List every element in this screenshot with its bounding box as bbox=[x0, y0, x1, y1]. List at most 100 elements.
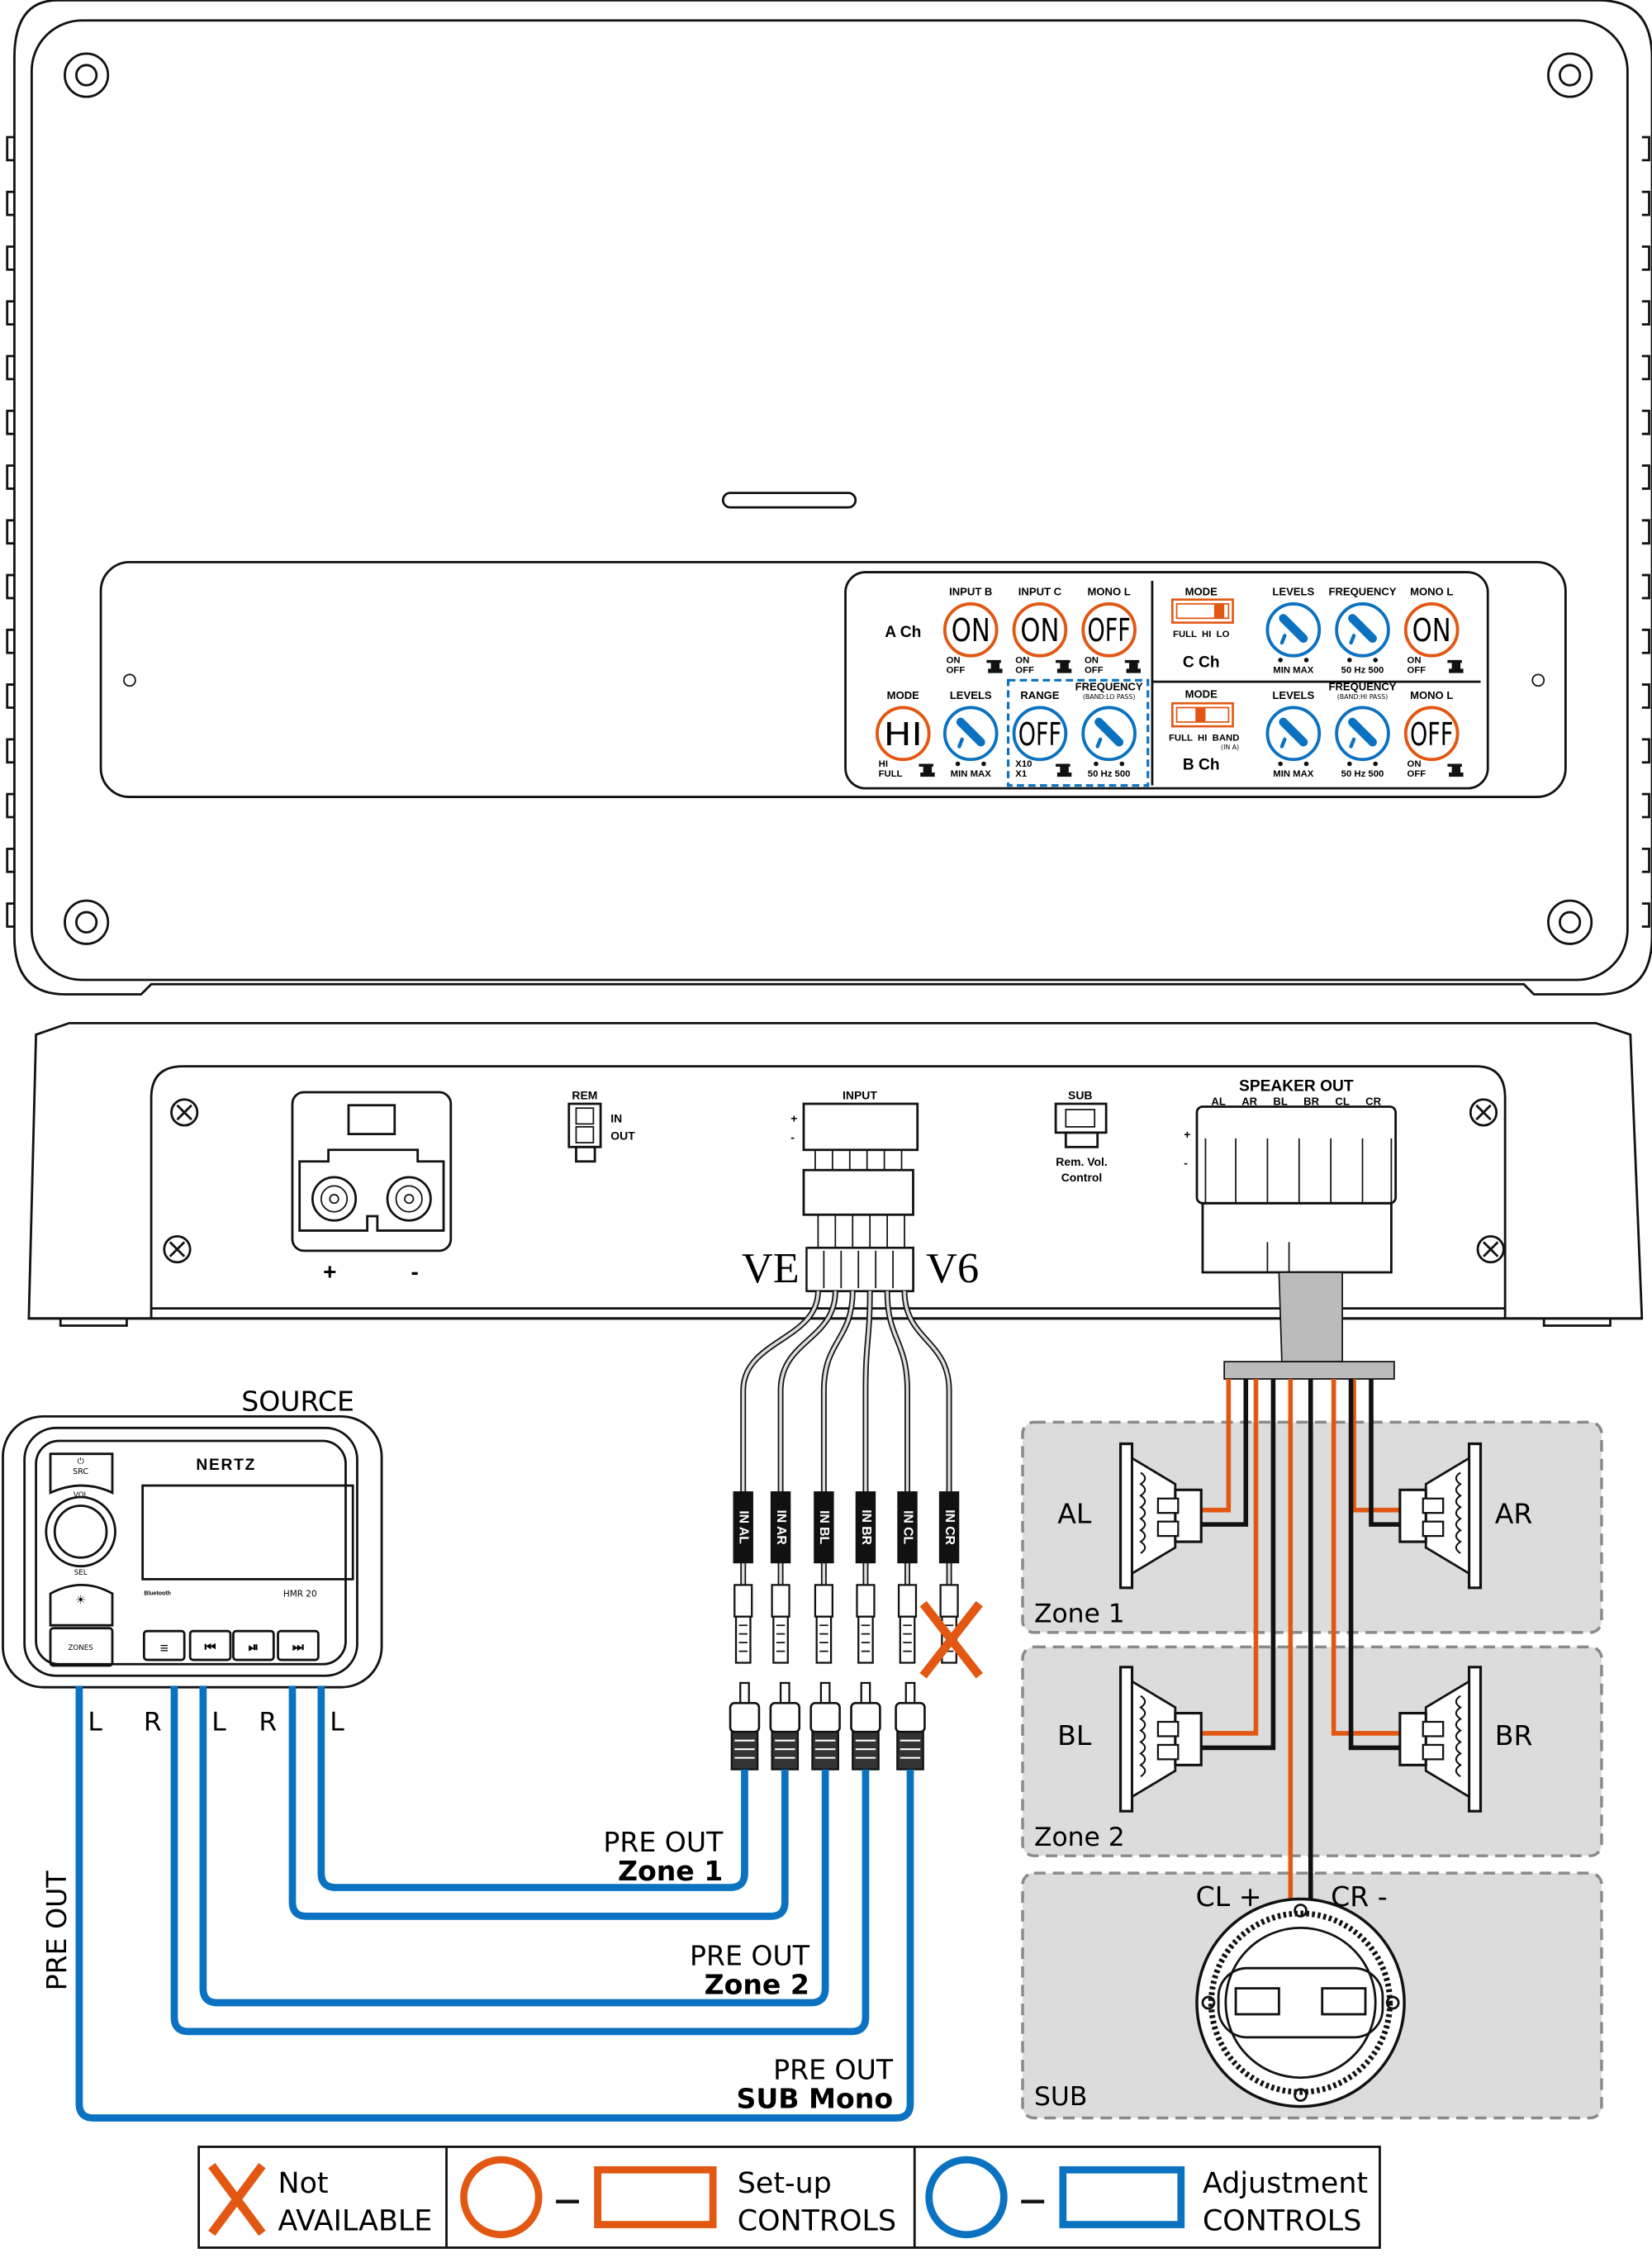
zone-2-label: Zone 2 bbox=[1034, 1823, 1125, 1852]
channel-b-label: B Ch bbox=[1183, 756, 1220, 773]
rca-male-plug[interactable] bbox=[809, 1681, 841, 1771]
next-icon: ⏭ bbox=[292, 1641, 305, 1655]
power-plus-label: + bbox=[323, 1259, 336, 1285]
rca-input-label: IN BL bbox=[817, 1510, 831, 1544]
sub-zone-label: SUB bbox=[1034, 2082, 1087, 2112]
vol-label: VOL bbox=[74, 1491, 88, 1500]
rca-female-plug bbox=[814, 1584, 833, 1618]
previous-icon: ⏮ bbox=[205, 1641, 216, 1655]
pointer-icon bbox=[1279, 614, 1308, 644]
cable-label-tag bbox=[938, 1491, 960, 1564]
play-pause-button[interactable]: ⏯ bbox=[232, 1629, 275, 1661]
knob-label: INPUT C bbox=[1018, 585, 1062, 597]
subwoofer bbox=[1195, 1897, 1406, 2108]
speaker-bl bbox=[1119, 1666, 1203, 1813]
rca-cable-in-al[interactable]: IN AL bbox=[733, 1291, 821, 1664]
sub-note-1: Rem. Vol. bbox=[1056, 1155, 1107, 1168]
cable-sub-mono bbox=[75, 1685, 914, 2122]
mode-c-switch[interactable]: MODE FULL HI LO bbox=[1171, 585, 1234, 639]
legend-not-line2: AVAILABLE bbox=[278, 2205, 433, 2238]
speaker-channel-bl: BL bbox=[1273, 1096, 1287, 1108]
source-output-label: L bbox=[211, 1707, 226, 1737]
menu-button[interactable]: ≡ bbox=[142, 1629, 186, 1661]
power-terminal[interactable]: + - bbox=[291, 1091, 453, 1285]
knob-label: LEVELS bbox=[950, 689, 992, 701]
scale-bottom: OFF bbox=[1085, 666, 1104, 676]
source-output-label: R bbox=[144, 1707, 162, 1737]
rca-cable-in-bl[interactable]: IN BL bbox=[814, 1291, 856, 1664]
control-cover bbox=[99, 560, 1567, 798]
rca-male-plug[interactable] bbox=[769, 1681, 801, 1771]
rca-male-plug[interactable] bbox=[895, 1681, 926, 1771]
ridge bbox=[6, 573, 15, 600]
scale-top: ON bbox=[1408, 655, 1422, 665]
ridge bbox=[1641, 300, 1650, 326]
preout-zone2-line1: PRE OUT bbox=[690, 1940, 810, 1972]
knob-value: ON bbox=[1412, 612, 1451, 649]
rca-input-label: IN AL bbox=[737, 1510, 751, 1544]
rca-cable-in-br[interactable]: IN BR bbox=[855, 1291, 876, 1664]
src-label: SRC bbox=[73, 1467, 88, 1476]
display-screen bbox=[141, 1484, 354, 1581]
power-icon: ⏻ bbox=[78, 1457, 84, 1467]
scale-top: ON bbox=[1015, 655, 1029, 665]
rca-cable-in-cl[interactable]: IN CL bbox=[884, 1291, 918, 1664]
rca-female-plug bbox=[771, 1584, 790, 1618]
src-button[interactable]: SRC ⏻ bbox=[49, 1452, 114, 1495]
knob-frequency[interactable]: FREQUENCY(BAND:HI PASS)50 Hz 500 bbox=[1329, 681, 1397, 780]
volume-knob[interactable] bbox=[45, 1495, 116, 1568]
knob-value: ON bbox=[1020, 612, 1059, 649]
preout-zone1-line2: Zone 1 bbox=[618, 1855, 723, 1887]
rca-female-plug bbox=[856, 1584, 876, 1618]
zone-1-label: Zone 1 bbox=[1034, 1600, 1125, 1629]
speaker-br-label: BR bbox=[1495, 1719, 1533, 1752]
pointer-icon bbox=[956, 717, 985, 747]
sub-note-2: Control bbox=[1061, 1171, 1103, 1184]
legend-setup-line1: Set-up bbox=[738, 2167, 832, 2200]
sub-remote-connector[interactable]: SUB Rem. Vol. Control bbox=[1054, 1089, 1108, 1184]
scale-label: 50 Hz 500 bbox=[1341, 666, 1384, 676]
rem-label: REM bbox=[572, 1089, 597, 1102]
blue-circle-icon bbox=[925, 2156, 1008, 2239]
zones-button[interactable]: ZONES bbox=[49, 1627, 114, 1667]
ridge bbox=[1641, 354, 1650, 381]
speaker-minus: - bbox=[1184, 1157, 1188, 1170]
ridge bbox=[6, 464, 15, 490]
adjust-group-box bbox=[1007, 678, 1150, 787]
next-button[interactable]: ⏭ bbox=[277, 1629, 320, 1661]
mode-b-switch[interactable]: MODE FULL HI BAND (IN A) bbox=[1169, 687, 1239, 751]
knob-ring bbox=[1012, 602, 1068, 658]
knob-frequency[interactable]: FREQUENCY(BAND:LO PASS)50 Hz 500 bbox=[1075, 681, 1143, 780]
knob-label: MODE bbox=[887, 689, 919, 701]
orange-circle-icon bbox=[460, 2156, 543, 2239]
input-connector[interactable]: INPUT + - VE V6 bbox=[742, 1089, 979, 1292]
rca-cable-in-ar[interactable]: IN AR bbox=[770, 1291, 838, 1664]
switch-icon bbox=[1124, 659, 1141, 673]
rca-input-label: IN CL bbox=[900, 1510, 914, 1544]
rem-connector[interactable]: REM IN OUT bbox=[567, 1089, 635, 1163]
rca-male-plug[interactable] bbox=[729, 1681, 761, 1771]
knob-value: OFF bbox=[1410, 716, 1453, 753]
cable-label-tag bbox=[770, 1491, 791, 1564]
previous-button[interactable]: ⏮ bbox=[188, 1629, 232, 1661]
rca-male-plug[interactable] bbox=[850, 1681, 881, 1771]
scale-bottom: OFF bbox=[1408, 769, 1427, 779]
knob-value: OFF bbox=[1018, 716, 1061, 753]
pre-out-vertical-label: PRE OUT bbox=[40, 1871, 73, 1991]
brightness-button[interactable]: ☀ bbox=[49, 1583, 114, 1627]
scale-top: HI bbox=[879, 759, 888, 769]
cable-label-tag bbox=[855, 1491, 876, 1564]
